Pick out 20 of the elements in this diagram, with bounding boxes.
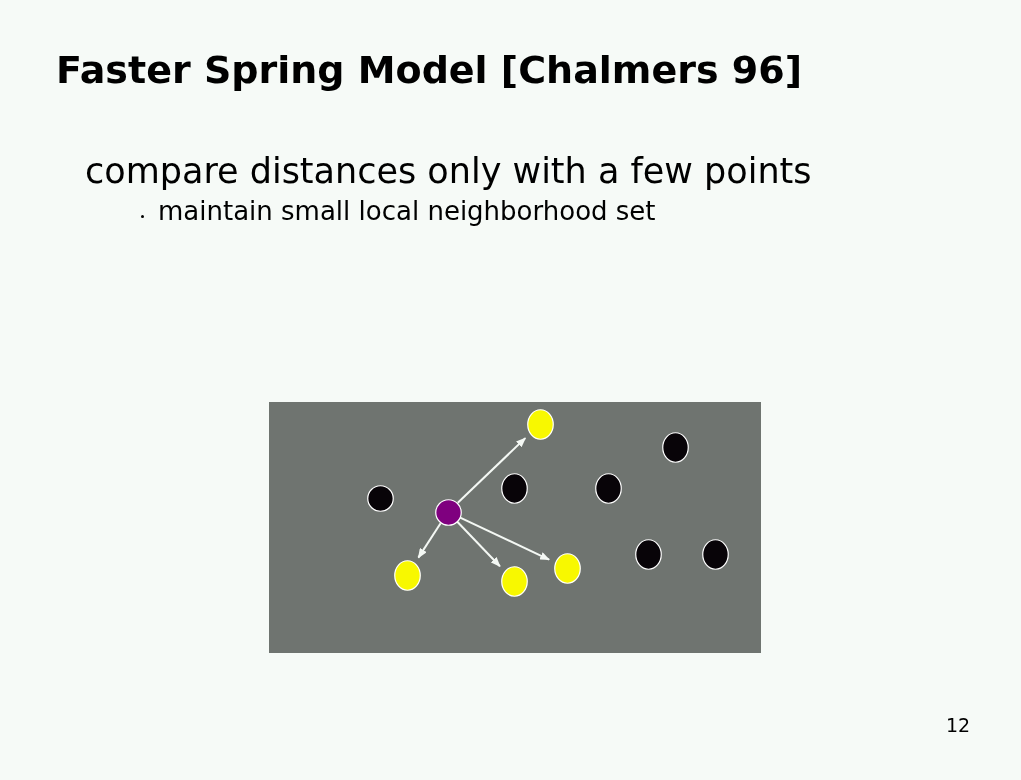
point-circle [553,552,581,584]
point-circle [701,538,729,570]
point-circle [634,538,662,570]
bullet-text: compare distances only with a few points [85,151,812,191]
point-circle [434,498,462,526]
sub-bullet-text: maintain small local neighborhood set [158,196,656,226]
point-circle [661,431,689,463]
point-circle [366,484,394,512]
arrow [459,516,551,561]
arrow [456,520,501,568]
arrow [417,522,442,559]
point-circle [500,472,528,504]
arrow [456,437,527,504]
point-circle [594,472,622,504]
canvas-panel [269,402,761,653]
point-circle [500,565,528,597]
point-circle [393,559,421,591]
slide-title: Faster Spring Model [Chalmers 96] [56,48,803,92]
point-circle [526,408,554,440]
page-number: 12 [946,714,971,736]
